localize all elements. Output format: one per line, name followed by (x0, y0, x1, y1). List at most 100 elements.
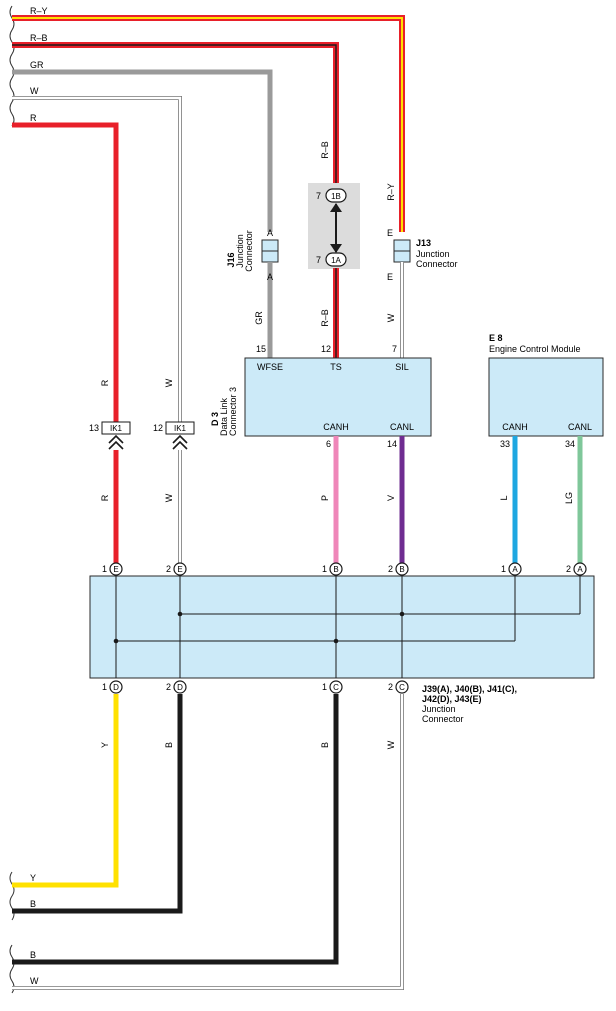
junction-top-pin-num: 1 (501, 564, 506, 574)
left-wire-label: B (30, 899, 36, 909)
d3-pin-num-canl: 14 (387, 439, 397, 449)
d3-data-link-connector (244, 357, 432, 437)
connector-1b-pin: 7 (316, 191, 321, 201)
junction-top-pin-num: 1 (322, 564, 327, 574)
ik1-right-pin: 12 (153, 423, 163, 433)
j13-name-line-2: Connector (416, 259, 458, 269)
j13-code: J13 (416, 238, 431, 248)
wire-label-w: W (386, 740, 396, 749)
wire-b-2 (12, 694, 339, 965)
junction-bottom-pin-num: 2 (388, 682, 393, 692)
wire-label-y: Y (100, 742, 110, 748)
d3-name-line-2: Connector 3 (228, 387, 238, 436)
d3-pin-name-canh: CANH (323, 422, 349, 432)
e8-pin-num-canl: 34 (565, 439, 575, 449)
d3-code: D 3 (210, 412, 220, 426)
j16-code: J16 (226, 252, 236, 267)
connector-1a-oval (325, 252, 347, 267)
arrow-up-icon (330, 203, 342, 212)
wire-y (12, 694, 119, 888)
wire-label-r-upper: R (100, 379, 110, 386)
j13-pin-bottom: E (387, 272, 393, 282)
left-wire-label: GR (30, 60, 44, 70)
left-wire-label: R–Y (30, 6, 48, 16)
left-wire-label: Y (30, 873, 36, 883)
wire-label-w-upper: W (164, 378, 174, 387)
left-wire-label: W (30, 976, 39, 986)
ik1-left-pin: 13 (89, 423, 99, 433)
wire-label-w-bottom: W (386, 313, 396, 322)
wire-label-gr: GR (254, 311, 264, 325)
wire-label-w-lower: W (164, 493, 174, 502)
wire-w-bottom (12, 694, 404, 990)
junction-bottom-pin-num: 2 (166, 682, 171, 692)
left-wire-label: B (30, 950, 36, 960)
d3-pin-num-canh: 6 (326, 439, 331, 449)
wire-label-rb-top: R–B (320, 141, 330, 159)
e8-name: Engine Control Module (489, 344, 581, 354)
junction-internal-lines (115, 576, 581, 678)
wire-label-b-2: B (320, 742, 330, 748)
connector-1a-id: 1A (331, 256, 341, 265)
junction-ids-line-2: J42(D), J43(E) (422, 694, 482, 704)
wire-label-l: L (499, 495, 509, 500)
wire-label-v: V (386, 495, 396, 501)
wire-label-rb-bottom: R–B (320, 309, 330, 327)
ik1-right-chevron-icon (172, 434, 188, 450)
wire-label-ry: R–Y (386, 183, 396, 201)
d3-pin-name-ts: TS (330, 362, 342, 372)
junction-top-pin-id: E (177, 565, 182, 574)
connector-1b-oval (325, 188, 347, 203)
e8-engine-control-module (488, 357, 604, 437)
ik1-right-id: IK1 (174, 424, 187, 433)
ik1-right-connector (165, 421, 195, 435)
j16-name-line-2: Connector (244, 230, 254, 272)
junction-top-pin-id: A (512, 565, 518, 574)
connector-1a-pin: 7 (316, 255, 321, 265)
d3-pin-name-sil: SIL (395, 362, 409, 372)
d3-pin-name-wfse: WFSE (257, 362, 283, 372)
junction-name-line-1: Junction (422, 704, 456, 714)
wire-gr (12, 69, 273, 232)
left-wire-label: W (30, 86, 39, 96)
d3-pin-name-canl: CANL (390, 422, 414, 432)
wire-label-b-1: B (164, 742, 174, 748)
j16-pin-top: A (267, 228, 273, 238)
junction-top-pin-num: 2 (566, 564, 571, 574)
e8-code: E 8 (489, 333, 503, 343)
junction-top-pin-num: 2 (166, 564, 171, 574)
junction-top-pin-num: 2 (388, 564, 393, 574)
wire-label-p: P (320, 495, 330, 501)
e8-pin-num-canh: 33 (500, 439, 510, 449)
ik1-left-id: IK1 (110, 424, 123, 433)
junction-ids-line-1: J39(A), J40(B), J41(C), (422, 684, 517, 694)
d3-pin-num-wfse: 15 (256, 344, 266, 354)
wire-w-top (12, 96, 182, 423)
wire-r (12, 122, 119, 423)
wire-b-1 (12, 694, 183, 914)
junction-top-pin-id: A (577, 565, 583, 574)
junction-bottom-pin-id: C (333, 683, 339, 692)
junction-top-pin-id: B (399, 565, 404, 574)
junction-bottom-pin-id: C (399, 683, 405, 692)
junction-name-line-2: Connector (422, 714, 464, 724)
j13-pin-top: E (387, 228, 393, 238)
connector-1b-id: 1B (331, 192, 341, 201)
junction-top-pin-id: B (333, 565, 338, 574)
ik1-left-connector (101, 421, 131, 435)
junction-bottom-pin-id: D (113, 683, 119, 692)
j16-name-line-1: Junction (235, 234, 245, 268)
d3-name-line-1: Data Link (219, 397, 229, 436)
left-break-marks (9, 5, 15, 994)
junction-connector-box (89, 575, 595, 679)
junction-bottom-pin-num: 1 (322, 682, 327, 692)
left-wire-label: R (30, 113, 37, 123)
wire-r-b (12, 42, 339, 188)
d3-pin-num-sil: 7 (392, 344, 397, 354)
junction-top-pin-num: 1 (102, 564, 107, 574)
j16-pin-bottom: A (267, 272, 273, 282)
wire-r-y (12, 15, 405, 232)
junction-pin-circles (109, 562, 587, 694)
e8-pin-name-canl: CANL (568, 422, 592, 432)
